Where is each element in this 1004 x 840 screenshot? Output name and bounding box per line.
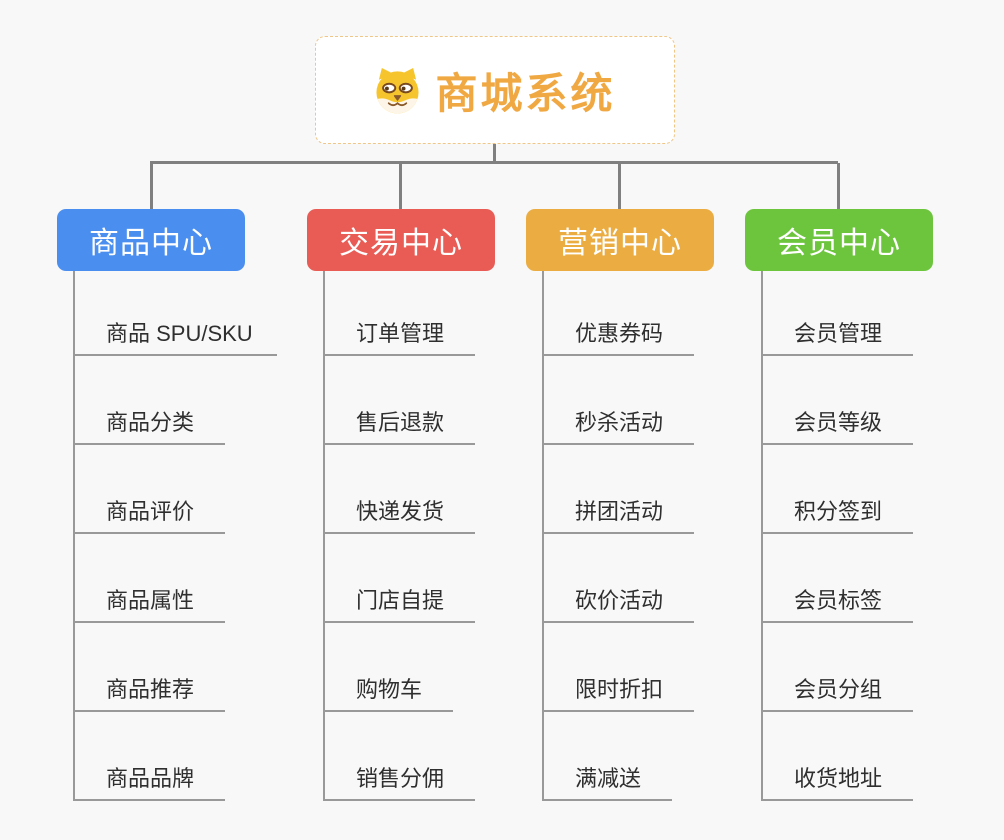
leaf-item[interactable]: 商品推荐: [73, 672, 225, 712]
connector-branch-4: [837, 163, 840, 209]
leaf-item[interactable]: 限时折扣: [542, 672, 694, 712]
branch-label: 营销中心: [558, 227, 682, 260]
branch-node-member-center[interactable]: 会员中心: [745, 209, 933, 271]
connector-root-stem: [493, 143, 496, 162]
leaf-item[interactable]: 销售分佣: [323, 761, 475, 801]
branch-spine-2: [323, 271, 325, 799]
branch-label: 交易中心: [339, 227, 463, 260]
leaf-item[interactable]: 订单管理: [323, 316, 475, 356]
leaf-item[interactable]: 快递发货: [323, 494, 475, 534]
branch-node-marketing-center[interactable]: 营销中心: [526, 209, 714, 271]
branch-spine-3: [542, 271, 544, 799]
leaf-item[interactable]: 拼团活动: [542, 494, 694, 534]
leaf-item[interactable]: 会员标签: [761, 583, 913, 623]
branch-node-trade-center[interactable]: 交易中心: [307, 209, 495, 271]
leaf-item[interactable]: 优惠券码: [542, 316, 694, 356]
leaf-item[interactable]: 满减送: [542, 761, 672, 801]
root-title: 商城系统: [435, 69, 616, 117]
leaf-item[interactable]: 售后退款: [323, 405, 475, 445]
leaf-item[interactable]: 商品分类: [73, 405, 225, 445]
connector-branch-2: [399, 163, 402, 209]
branch-spine-1: [73, 271, 75, 799]
leaf-item[interactable]: 收货地址: [761, 761, 913, 801]
branch-node-product-center[interactable]: 商品中心: [57, 209, 245, 271]
dog-face-icon: [376, 67, 420, 114]
branch-label: 商品中心: [89, 227, 213, 260]
connector-branch-3: [618, 163, 621, 209]
root-node[interactable]: 商城系统: [315, 36, 675, 144]
leaf-item[interactable]: 商品 SPU/SKU: [73, 316, 277, 356]
leaf-item[interactable]: 秒杀活动: [542, 405, 694, 445]
branch-label: 会员中心: [777, 227, 901, 260]
branch-spine-4: [761, 271, 763, 799]
leaf-item[interactable]: 积分签到: [761, 494, 913, 534]
leaf-item[interactable]: 商品属性: [73, 583, 225, 623]
leaf-item[interactable]: 会员等级: [761, 405, 913, 445]
leaf-item[interactable]: 商品品牌: [73, 761, 225, 801]
connector-branch-1: [150, 163, 153, 209]
leaf-item[interactable]: 商品评价: [73, 494, 225, 534]
leaf-item[interactable]: 购物车: [323, 672, 453, 712]
connector-horizontal-bar: [150, 161, 838, 164]
leaf-item[interactable]: 砍价活动: [542, 583, 694, 623]
leaf-item[interactable]: 会员分组: [761, 672, 913, 712]
leaf-item[interactable]: 门店自提: [323, 583, 475, 623]
leaf-item[interactable]: 会员管理: [761, 316, 913, 356]
